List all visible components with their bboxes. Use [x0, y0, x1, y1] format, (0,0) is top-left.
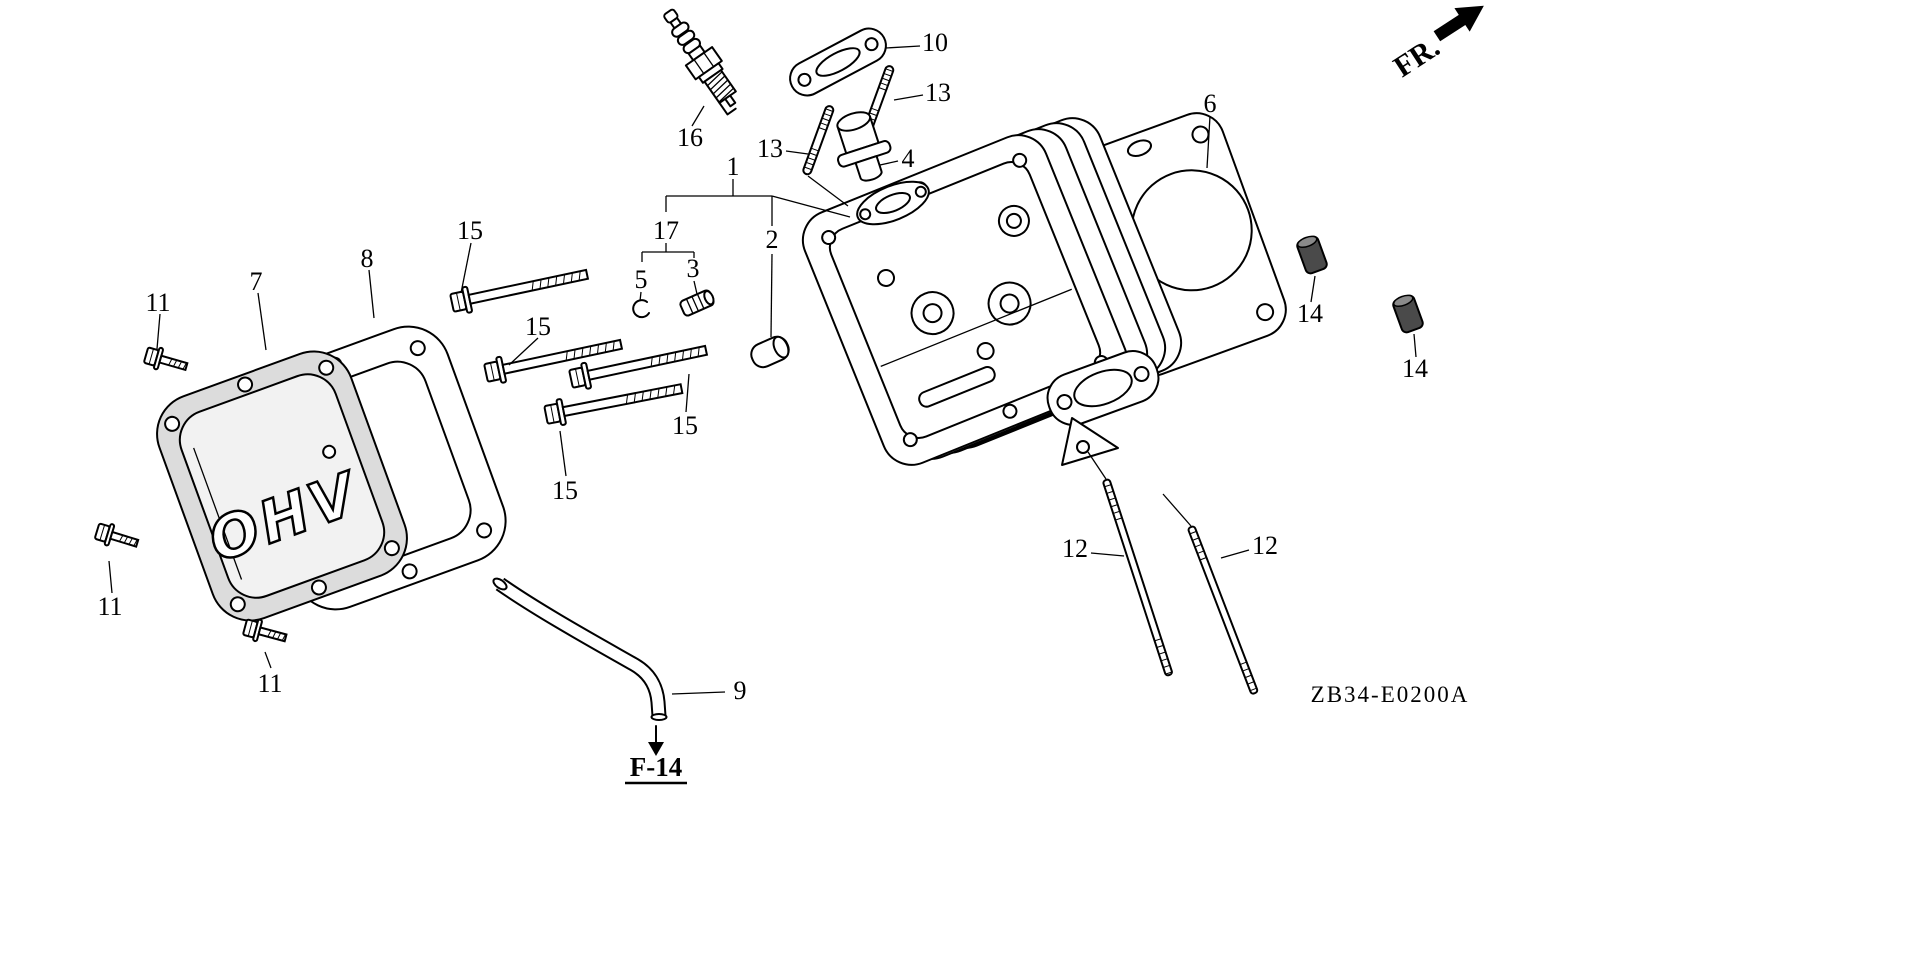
callout-17: 17 — [653, 216, 679, 245]
callout-2: 2 — [766, 225, 779, 254]
callout-4: 4 — [902, 144, 915, 173]
valve-cover: OHV — [156, 350, 408, 622]
clip — [632, 299, 650, 319]
intake-pipe-joint — [836, 111, 892, 182]
callout-15-c: 15 — [672, 411, 698, 440]
callout-3: 3 — [687, 254, 700, 283]
collar — [750, 335, 790, 369]
cap-14-b — [1392, 294, 1424, 334]
callout-15-b: 15 — [525, 312, 551, 341]
callout-16: 16 — [677, 123, 703, 152]
spark-plug — [663, 8, 737, 116]
flange-bolt-15-d — [542, 374, 685, 429]
callout-7: 7 — [250, 267, 263, 296]
flange-bolt-11-c — [241, 615, 290, 650]
callout-9: 9 — [734, 676, 747, 705]
flange-bolt-11-b — [92, 519, 142, 555]
intake-port-flange — [856, 180, 930, 226]
callout-5: 5 — [635, 265, 648, 294]
callout-15-a: 15 — [457, 216, 483, 245]
cross-reference-label[interactable]: F-14 — [630, 752, 682, 782]
cap-14-a — [1296, 235, 1328, 275]
front-direction-indicator: FR. — [1388, 5, 1484, 84]
callout-14-b: 14 — [1402, 354, 1428, 383]
stud-12-a — [1101, 477, 1174, 678]
callout-labels: 1 2 3 4 5 6 7 8 9 10 11 11 11 12 12 13 1… — [97, 28, 1428, 705]
callout-11-c: 11 — [257, 669, 282, 698]
callout-1: 1 — [727, 152, 740, 181]
front-arrow-icon — [1433, 5, 1484, 42]
leader-lines — [108, 45, 1417, 695]
callout-8: 8 — [361, 244, 374, 273]
callout-12-b: 12 — [1252, 531, 1278, 560]
cross-reference-f14[interactable]: F-14 — [625, 725, 687, 785]
flange-bolt-15-a — [448, 260, 591, 317]
callout-13-a: 13 — [757, 134, 783, 163]
breather-tube — [492, 577, 668, 721]
intake-gasket — [789, 27, 887, 97]
callout-14-a: 14 — [1297, 299, 1323, 328]
drawing-code: ZB34-E0200A — [1311, 682, 1470, 707]
flange-bolt-11-a — [141, 343, 191, 379]
stud-bolt-13-left — [801, 103, 836, 177]
callout-15-d: 15 — [552, 476, 578, 505]
callout-13-b: 13 — [925, 78, 951, 107]
front-label: FR. — [1388, 30, 1446, 84]
down-arrow-icon — [648, 742, 664, 756]
joint-bolt — [679, 289, 715, 317]
callout-10: 10 — [922, 28, 948, 57]
callout-12-a: 12 — [1062, 534, 1088, 563]
callout-11-a: 11 — [145, 288, 170, 317]
head-bracket-tab — [1061, 417, 1119, 466]
callout-6: 6 — [1204, 89, 1217, 118]
callout-11-b: 11 — [97, 592, 122, 621]
head-bracket-tab-hole — [1076, 440, 1090, 454]
exhaust-port-flange — [1046, 350, 1160, 426]
